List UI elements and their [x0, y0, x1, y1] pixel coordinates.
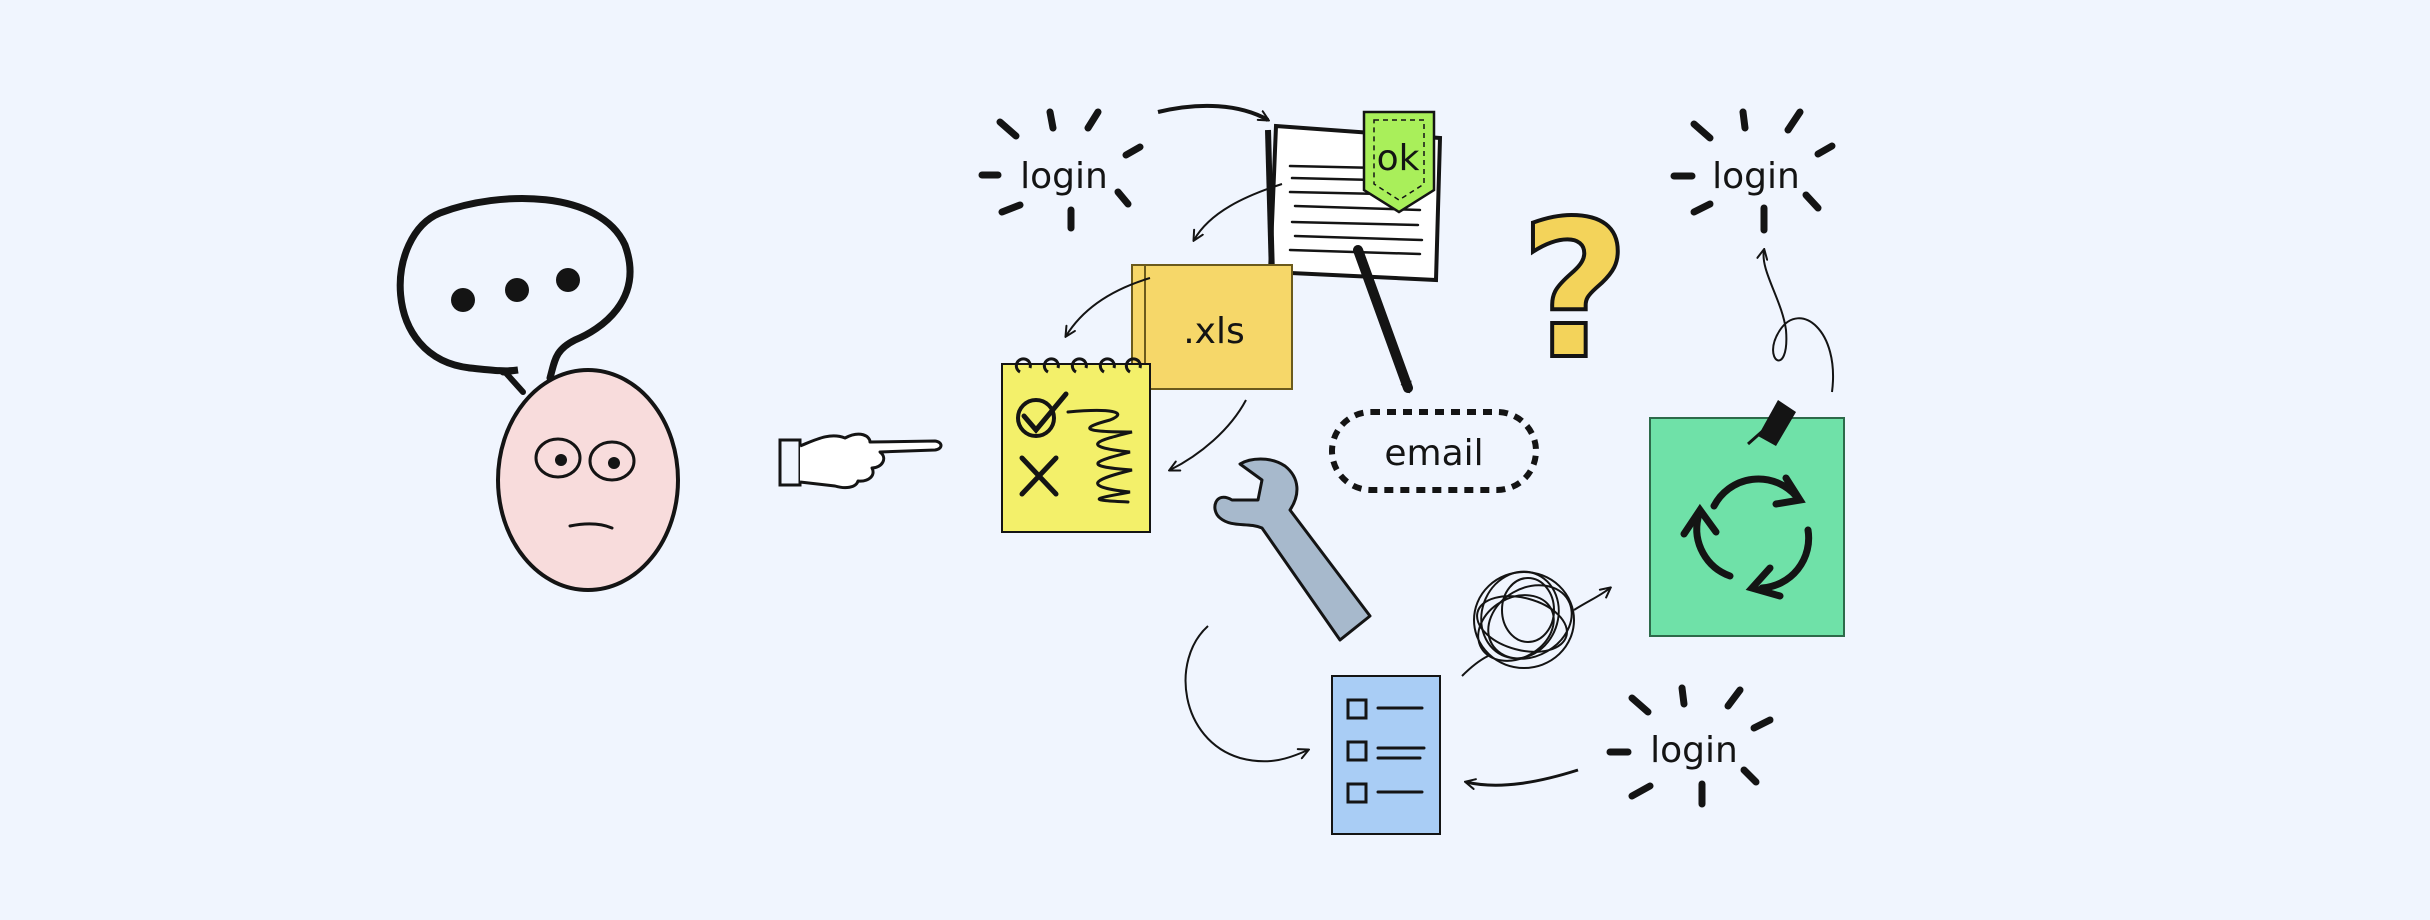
arrow-pin-to-login [1764, 250, 1835, 393]
arrow-document-to-email [1353, 245, 1413, 394]
recycle-note [1649, 400, 1845, 637]
arrow-login-to-tasklist [1466, 768, 1579, 785]
document-icon: ok [1265, 110, 1443, 283]
login-burst-top-left: login [978, 108, 1144, 232]
login-label-bottom: login [1650, 730, 1738, 771]
arrow-xls-to-notepad [1066, 277, 1151, 336]
scribble-icon [1461, 570, 1610, 677]
recycle-icon [1680, 474, 1813, 600]
task-list-icon [1331, 675, 1441, 835]
xls-note: .xls [1131, 264, 1293, 390]
login-burst-top-right: login [1670, 108, 1836, 234]
question-mark-icon: ? [1518, 178, 1632, 403]
login-label-top-right: login [1712, 156, 1800, 197]
checklist-notepad-icon [1001, 357, 1151, 533]
arrow-document-to-xls [1194, 183, 1283, 240]
ok-tag-label: ok [1377, 138, 1420, 179]
arrow-login-to-document [1157, 103, 1268, 122]
question-mark-glyph: ? [1520, 180, 1630, 401]
pointing-hand-icon [778, 432, 943, 490]
email-bubble: email [1329, 409, 1539, 493]
login-label-top-left: login [1020, 156, 1108, 197]
speech-bubble-icon [396, 194, 634, 395]
login-burst-bottom: login [1606, 684, 1774, 808]
arrow-wrench-to-tasklist [1184, 625, 1308, 763]
email-label: email [1384, 433, 1483, 474]
wrench-icon [1213, 457, 1372, 642]
confused-face-icon [496, 368, 680, 592]
ok-tag-icon: ok [1362, 110, 1436, 214]
arrow-xls-down [1170, 399, 1247, 470]
pin-icon [1747, 400, 1796, 446]
xls-note-label: .xls [1183, 311, 1245, 352]
